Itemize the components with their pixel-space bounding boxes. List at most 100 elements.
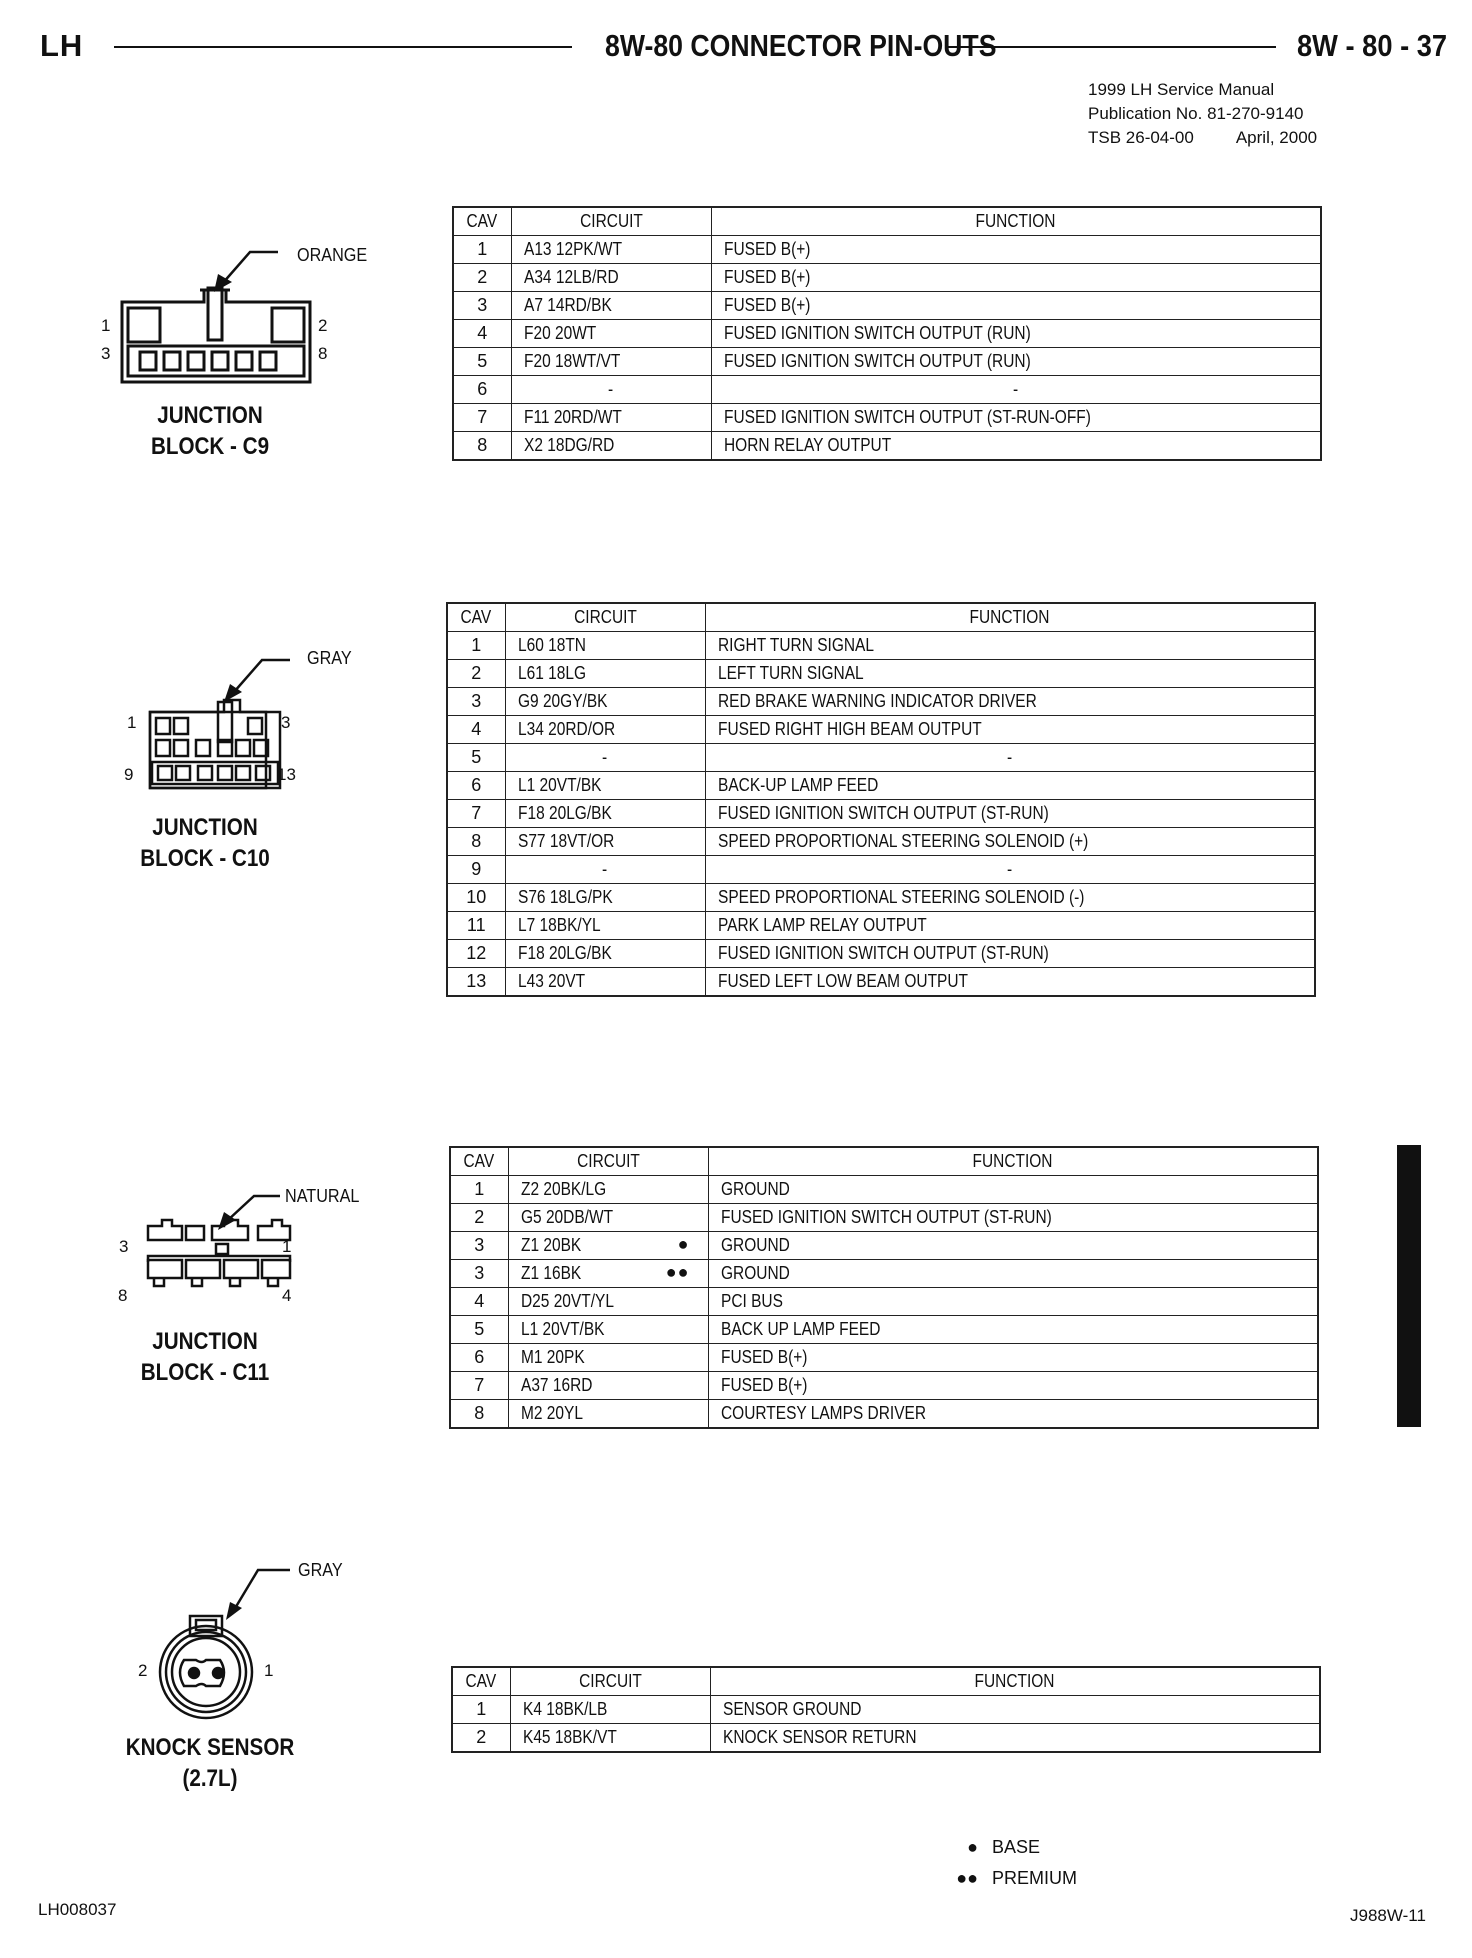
- cell-function: PCI BUS: [707, 1287, 1319, 1316]
- cell-cav: 8: [449, 1399, 509, 1429]
- connector-color-c11: NATURAL: [285, 1186, 360, 1206]
- cell-cav: 7: [446, 799, 506, 828]
- connector-color-knock: GRAY: [298, 1560, 343, 1580]
- table-row: 9--: [446, 855, 1316, 884]
- connector-name-c9: JUNCTION BLOCK - C9: [150, 402, 270, 460]
- cell-circuit: L7 18BK/YL: [504, 911, 706, 940]
- header-rule-right: [948, 46, 1276, 48]
- cell-function: HORN RELAY OUTPUT: [710, 431, 1322, 461]
- page-number: 8W - 80 - 37: [1297, 28, 1448, 63]
- cell-function: FUSED B(+): [707, 1371, 1319, 1400]
- legend-symbol: ●: [967, 1837, 978, 1857]
- cell-cav: 2: [451, 1723, 511, 1753]
- connector-name-knock: KNOCK SENSOR (2.7L): [125, 1734, 295, 1792]
- cell-circuit: F20 20WT: [510, 319, 712, 348]
- col-header-function: FUNCTION: [704, 602, 1316, 632]
- cell-function: COURTESY LAMPS DRIVER: [707, 1399, 1319, 1429]
- header-rule-left: [114, 46, 572, 48]
- col-header-function: FUNCTION: [710, 206, 1322, 236]
- col-header-cav: CAV: [451, 1666, 511, 1696]
- cell-function: -: [710, 375, 1322, 404]
- cell-circuit: G5 20DB/WT: [507, 1203, 709, 1232]
- cell-cav: 10: [446, 883, 506, 912]
- cell-cav: 6: [449, 1343, 509, 1372]
- cell-function: GROUND: [707, 1175, 1319, 1204]
- cell-circuit: F18 20LG/BK: [504, 799, 706, 828]
- cell-circuit: M2 20YL: [507, 1399, 709, 1429]
- cell-cav: 1: [446, 631, 506, 660]
- cell-function: FUSED B(+): [707, 1343, 1319, 1372]
- option-marker: ●●: [665, 1262, 690, 1282]
- cell-cav: 3: [452, 291, 512, 320]
- publication-info: 1999 LH Service Manual Publication No. 8…: [1088, 78, 1317, 150]
- cell-function: FUSED IGNITION SWITCH OUTPUT (RUN): [710, 347, 1322, 376]
- cell-circuit: Z1 16BK●●: [507, 1259, 709, 1288]
- cell-cav: 9: [446, 855, 506, 884]
- pin-label-tl: 1: [127, 713, 137, 732]
- cell-function: LEFT TURN SIGNAL: [704, 659, 1316, 688]
- cell-function: RIGHT TURN SIGNAL: [704, 631, 1316, 660]
- col-header-function: FUNCTION: [707, 1146, 1319, 1176]
- pin-label-tr: 3: [281, 713, 291, 732]
- cell-function: FUSED IGNITION SWITCH OUTPUT (RUN): [710, 319, 1322, 348]
- cell-function: FUSED RIGHT HIGH BEAM OUTPUT: [704, 715, 1316, 744]
- col-header-cav: CAV: [446, 602, 506, 632]
- cell-cav: 5: [449, 1315, 509, 1344]
- pin-label-tl: 1: [101, 316, 111, 335]
- cell-cav: 11: [446, 911, 506, 940]
- cell-cav: 8: [446, 827, 506, 856]
- cell-circuit: Z1 20BK●: [507, 1231, 709, 1260]
- cell-circuit: A37 16RD: [507, 1371, 709, 1400]
- cell-cav: 4: [452, 319, 512, 348]
- legend-label: BASE: [992, 1837, 1041, 1857]
- cell-function: FUSED LEFT LOW BEAM OUTPUT: [704, 967, 1316, 997]
- table-header-row: CAV CIRCUIT FUNCTION: [446, 602, 1316, 632]
- footer-figure-id: J988W-11: [1350, 1906, 1426, 1925]
- cell-circuit: L1 20VT/BK: [504, 771, 706, 800]
- pub-manual: 1999 LH Service Manual: [1088, 80, 1275, 99]
- pin-label-br: 8: [318, 344, 328, 363]
- cell-cav: 4: [446, 715, 506, 744]
- footer-document-id: LH008037: [38, 1900, 117, 1919]
- cell-cav: 5: [452, 347, 512, 376]
- cell-function: FUSED B(+): [710, 263, 1322, 292]
- legend-item-premium: ●●PREMIUM: [938, 1863, 1077, 1894]
- cell-circuit: -: [510, 375, 712, 404]
- pin-label-right: 1: [264, 1661, 274, 1680]
- cell-function: SPEED PROPORTIONAL STEERING SOLENOID (+): [704, 827, 1316, 856]
- cell-circuit: F18 20LG/BK: [504, 939, 706, 968]
- table-row: 5--: [446, 743, 1316, 772]
- junction-block-connector-icon: [120, 250, 312, 384]
- pin-label-tl: 3: [119, 1237, 129, 1256]
- cell-cav: 1: [449, 1175, 509, 1204]
- leader-arrow-icon: [226, 1568, 290, 1620]
- cell-cav: 5: [446, 743, 506, 772]
- knock-sensor-connector-icon: [158, 1568, 290, 1720]
- legend-symbol: ●●: [956, 1868, 978, 1888]
- cell-cav: 3: [449, 1259, 509, 1288]
- leader-arrow-icon: [218, 1194, 280, 1230]
- cell-cav: 2: [449, 1203, 509, 1232]
- leader-arrow-icon: [214, 250, 278, 292]
- cell-cav: 2: [452, 263, 512, 292]
- cell-circuit: G9 20GY/BK: [504, 687, 706, 716]
- col-header-circuit: CIRCUIT: [507, 1146, 709, 1176]
